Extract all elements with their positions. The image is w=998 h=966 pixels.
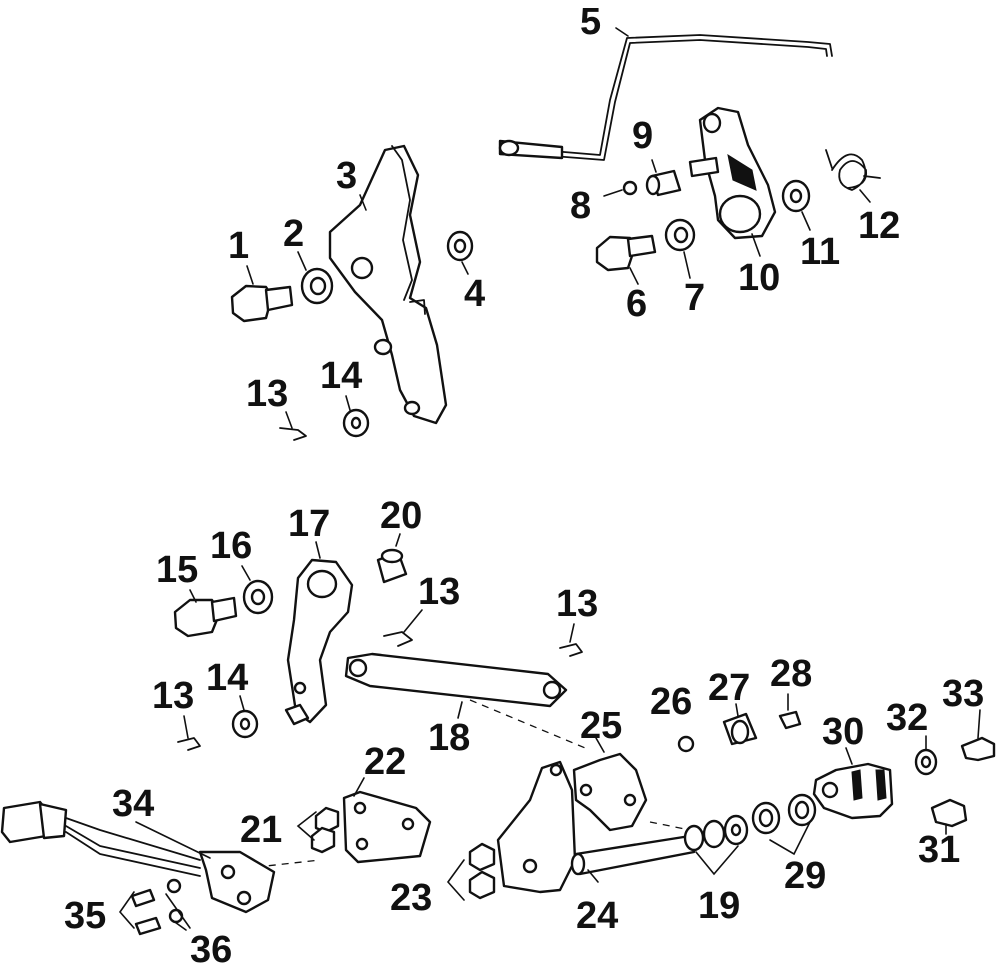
part-24-shaft xyxy=(570,834,696,876)
part-6-bolt xyxy=(595,234,657,272)
callout-33: 33 xyxy=(942,673,984,715)
part-11-washer xyxy=(781,179,811,213)
callout-7: 7 xyxy=(684,277,705,319)
callout-30: 30 xyxy=(822,711,864,753)
part-9-bushing xyxy=(645,169,682,197)
part-13-clip xyxy=(559,643,583,657)
callout-24: 24 xyxy=(576,895,618,937)
callout-8: 8 xyxy=(570,185,591,227)
callout-6: 6 xyxy=(626,283,647,325)
callout-23: 23 xyxy=(390,877,432,919)
part-32-washer xyxy=(914,748,938,776)
part-20-bushing xyxy=(376,548,408,584)
part-22-plate xyxy=(342,790,432,864)
alignment-line xyxy=(469,699,591,751)
part-8-nut xyxy=(622,180,638,196)
callout-17: 17 xyxy=(288,503,330,545)
callout-12: 12 xyxy=(858,205,900,247)
part-17-lever xyxy=(284,558,354,726)
part-12-spring xyxy=(825,149,881,191)
callout-22: 22 xyxy=(364,741,406,783)
part-26-ball xyxy=(677,735,695,753)
leader-lines xyxy=(118,27,981,931)
callout-29: 29 xyxy=(784,855,826,897)
part-13-clip xyxy=(383,631,413,647)
callout-28: 28 xyxy=(770,653,812,695)
callout-2: 2 xyxy=(283,213,304,255)
callout-labels: 1 2 3 4 5 6 7 8 9 10 11 12 13 14 15 16 1… xyxy=(64,1,984,966)
callout-13: 13 xyxy=(246,373,288,415)
part-23-nut xyxy=(468,842,496,900)
part-14-washer xyxy=(342,408,370,438)
callout-11: 11 xyxy=(800,231,840,273)
part-4-washer xyxy=(446,230,474,262)
callout-16: 16 xyxy=(210,525,252,567)
callout-19: 19 xyxy=(698,885,740,927)
callout-9: 9 xyxy=(632,115,653,157)
part-10-lever xyxy=(688,106,777,240)
part-3-bracket xyxy=(328,144,448,425)
callout-13: 13 xyxy=(556,583,598,625)
part-7-washer xyxy=(664,218,696,252)
part-27-sleeve xyxy=(722,712,758,746)
callout-3: 3 xyxy=(336,155,357,197)
callout-34: 34 xyxy=(112,783,154,825)
callout-20: 20 xyxy=(380,495,422,537)
part-28-screw xyxy=(778,710,802,730)
part-29-bushing xyxy=(751,793,817,835)
callout-15: 15 xyxy=(156,549,198,591)
callout-10: 10 xyxy=(738,257,780,299)
callout-14: 14 xyxy=(320,355,362,397)
callout-18: 18 xyxy=(428,717,470,759)
callout-26: 26 xyxy=(650,681,692,723)
part-15-bolt xyxy=(173,596,238,638)
callout-27: 27 xyxy=(708,667,750,709)
part-31-screw xyxy=(930,798,968,828)
callout-14: 14 xyxy=(206,657,248,699)
part-16-washer xyxy=(242,579,274,615)
part-18-link xyxy=(344,652,568,708)
part-25-bracket xyxy=(496,752,648,894)
alignment-line xyxy=(649,821,691,831)
part-34-harness xyxy=(0,800,276,914)
part-35-screw xyxy=(130,888,162,936)
callout-25: 25 xyxy=(580,705,622,747)
part-1-bolt xyxy=(230,284,294,323)
part-21-nut xyxy=(310,806,340,854)
part-14-washer xyxy=(231,709,259,739)
part-13-clip xyxy=(177,737,201,751)
callout-5: 5 xyxy=(580,1,601,43)
callout-13: 13 xyxy=(418,571,460,613)
callout-4: 4 xyxy=(464,273,485,315)
callout-35: 35 xyxy=(64,895,106,937)
part-5-rod xyxy=(498,34,833,161)
part-33-screw xyxy=(960,736,996,762)
part-13-clip xyxy=(279,427,307,441)
callout-21: 21 xyxy=(240,809,282,851)
part-2-washer xyxy=(300,267,334,305)
part-30-block xyxy=(812,762,894,820)
callout-36: 36 xyxy=(190,929,232,966)
callout-13: 13 xyxy=(152,675,194,717)
callout-31: 31 xyxy=(918,829,960,871)
callout-32: 32 xyxy=(886,697,928,739)
callout-1: 1 xyxy=(228,225,249,267)
part-19-washer xyxy=(683,814,749,852)
